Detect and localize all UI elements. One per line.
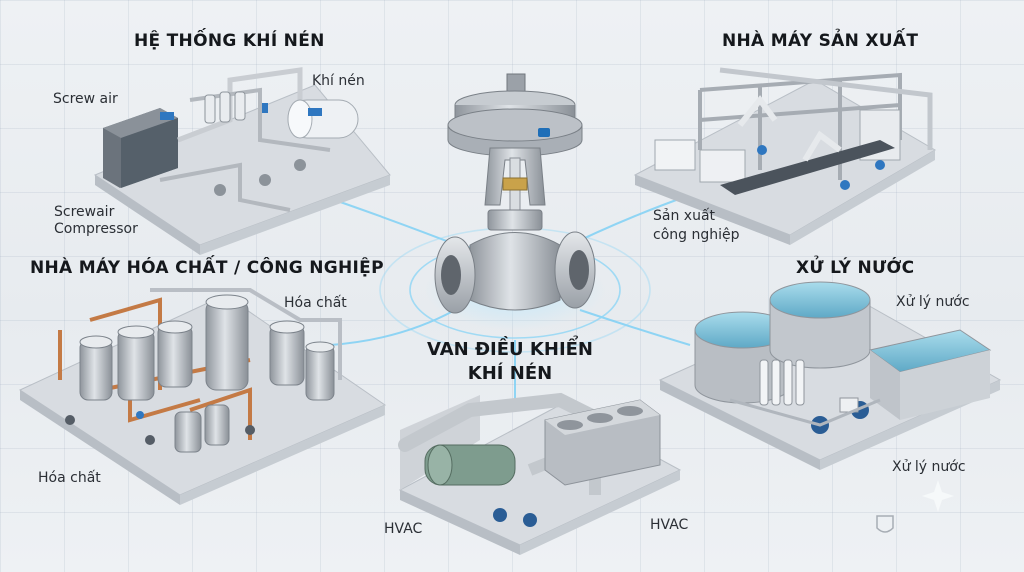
label-xu-ly-nuoc-top: Xử lý nước (896, 294, 970, 310)
water-treatment-platform (658, 281, 1002, 470)
label-hoa-chat-top: Hóa chất (284, 295, 347, 311)
label-khi-nen: Khí nén (312, 73, 365, 89)
section-title-manufacturing: NHÀ MÁY SẢN XUẤT (722, 31, 919, 51)
label-screw-air: Screw air (53, 91, 118, 107)
manufacturing-platform (633, 67, 936, 245)
section-title-compressed-air: HỆ THỐNG KHÍ NÉN (134, 31, 325, 51)
center-title-line-2: KHÍ NÉN (467, 363, 553, 384)
shield-icon (876, 515, 894, 533)
center-title: VAN ĐIỀU KHIỂN KHÍ NÉN (390, 338, 630, 386)
label-compressor: Compressor (54, 221, 138, 237)
pneumatic-control-valve (434, 73, 596, 314)
compressed-air-platform (93, 67, 391, 255)
hvac-platform (398, 392, 682, 555)
sparkle-icon (922, 480, 954, 512)
label-hoa-chat-bottom: Hóa chất (38, 470, 101, 486)
chemical-platform (18, 288, 387, 505)
center-title-line-1: VAN ĐIỀU KHIỂN (427, 339, 593, 360)
label-hvac-right: HVAC (650, 517, 689, 533)
label-san-xuat: Sản xuất (653, 208, 716, 224)
label-xu-ly-nuoc-bottom: Xử lý nước (892, 459, 966, 475)
label-hvac-left: HVAC (384, 521, 423, 537)
label-cong-nghiep: công nghiệp (653, 227, 740, 243)
section-title-water: XỬ LÝ NƯỚC (796, 258, 915, 278)
section-title-chemical: NHÀ MÁY HÓA CHẤT / CÔNG NGHIỆP (30, 258, 384, 278)
label-screwair: Screwair (54, 204, 115, 220)
